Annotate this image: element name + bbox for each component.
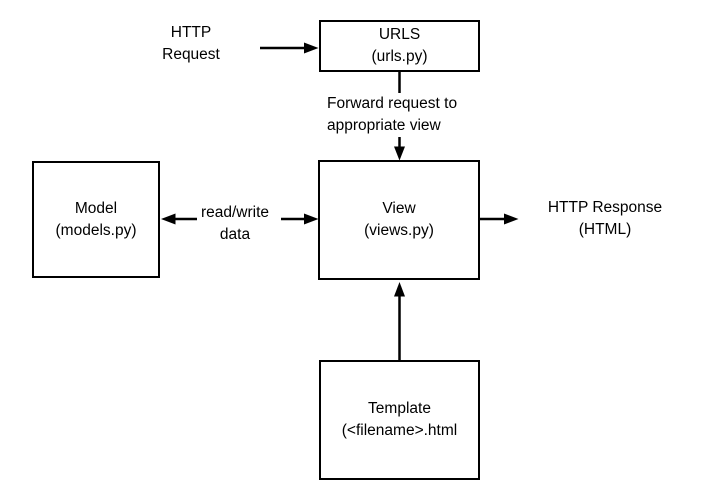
view-node-title: View xyxy=(382,200,416,217)
urls-node-title: URLS xyxy=(378,26,421,43)
read-write-data-label: read/write data xyxy=(177,202,293,246)
http-response-label-line1: HTTP Response xyxy=(547,199,663,216)
urls-node: URLS (urls.py) xyxy=(319,20,480,72)
arrow-view-to-response xyxy=(480,213,519,225)
template-node: Template (<filename>.html xyxy=(319,360,480,480)
template-node-title: Template xyxy=(368,400,431,417)
forward-request-label: Forward request to appropriate view xyxy=(327,93,458,137)
forward-request-label-line1: Forward request to xyxy=(327,95,458,112)
forward-request-label-line2: appropriate view xyxy=(327,117,441,134)
http-response-label: HTTP Response (HTML) xyxy=(524,197,686,241)
arrow-view-to-model xyxy=(161,213,197,225)
model-node-subtitle: (models.py) xyxy=(55,221,137,239)
arrow-template-to-view xyxy=(394,282,405,360)
arrow-model-to-view xyxy=(281,213,319,225)
http-request-label-line1: HTTP xyxy=(170,24,212,41)
http-response-label-line2: (HTML) xyxy=(578,221,632,238)
view-node-subtitle: (views.py) xyxy=(364,222,434,239)
view-node: View (views.py) xyxy=(318,160,480,280)
http-request-label: HTTP Request xyxy=(131,22,251,66)
read-write-data-label-line2: data xyxy=(219,226,251,243)
read-write-data-label-line1: read/write xyxy=(200,204,270,221)
model-node: Model (models.py) xyxy=(32,161,160,278)
arrow-http-request-to-urls xyxy=(260,42,319,54)
urls-node-subtitle: (urls.py) xyxy=(371,48,428,65)
model-node-title: Model xyxy=(74,199,118,217)
http-request-label-line2: Request xyxy=(162,46,220,63)
template-node-subtitle: (<filename>.html xyxy=(341,422,458,439)
